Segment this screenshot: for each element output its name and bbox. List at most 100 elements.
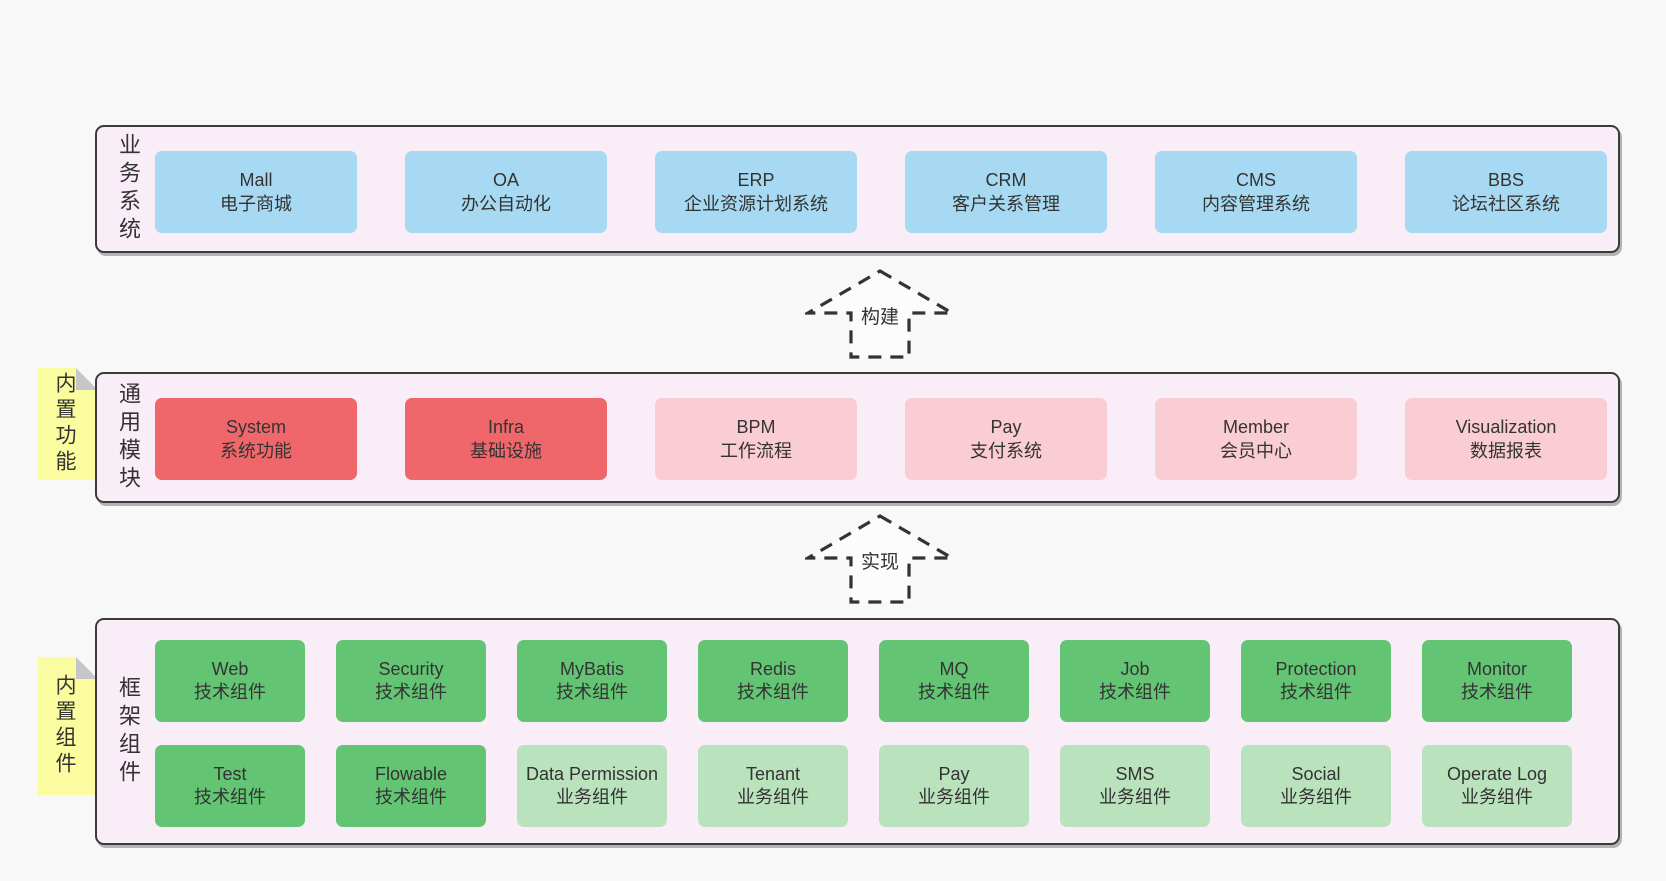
system-desc: 论坛社区系统 [1452,194,1560,214]
module-name: BPM [736,417,776,437]
module-desc: 基础设施 [470,441,542,461]
component-name: Data Permission [525,764,659,784]
system-name: CRM [985,170,1027,190]
system-name: ERP [737,170,775,190]
system-desc: 企业资源计划系统 [684,194,828,214]
box-redis: Redis 技术组件 [698,640,848,722]
system-name: BBS [1487,170,1525,190]
module-name: Visualization [1455,417,1557,437]
component-desc: 技术组件 [556,682,628,702]
box-tenant: Tenant 业务组件 [698,745,848,827]
box-test: Test 技术组件 [155,745,305,827]
component-desc: 业务组件 [1280,787,1352,807]
box-mall: Mall 电子商城 [155,151,357,233]
box-pay: Pay 业务组件 [879,745,1029,827]
component-name: Monitor [1466,659,1528,679]
box-cms: CMS 内容管理系统 [1155,151,1357,233]
component-desc: 业务组件 [918,787,990,807]
component-desc: 技术组件 [1461,682,1533,702]
component-desc: 技术组件 [194,787,266,807]
built-in-functions-tag: 内置功能 [38,368,98,480]
component-desc: 业务组件 [1099,787,1171,807]
component-name: MyBatis [559,659,624,679]
box-bbs: BBS 论坛社区系统 [1405,151,1607,233]
box-protection: Protection 技术组件 [1241,640,1391,722]
box-security: Security 技术组件 [336,640,486,722]
component-desc: 技术组件 [737,682,809,702]
module-name: System [225,417,286,437]
component-desc: 技术组件 [1099,682,1171,702]
common-modules-row: System 系统功能 Infra 基础设施 BPM 工作流程 Pay 支付系统… [155,398,1618,480]
business-systems-section: 业务系统 Mall 电子商城 OA 办公自动化 ERP 企业资源计划系统 CRM… [95,125,1620,253]
component-desc: 技术组件 [375,682,447,702]
common-modules-label: 通用模块 [116,381,141,494]
component-name: Security [378,659,444,679]
box-bpm: BPM 工作流程 [655,398,857,480]
implement-arrow-label: 实现 [857,547,903,574]
component-name: Web [211,659,249,679]
framework-row-2: Test 技术组件 Flowable 技术组件 Data Permission … [155,745,1618,827]
box-data-permission: Data Permission 业务组件 [517,745,667,827]
box-oa: OA 办公自动化 [405,151,607,233]
component-name: Operate Log [1446,764,1548,784]
build-arrow-label: 构建 [857,302,903,329]
system-name: OA [492,170,519,190]
box-sms: SMS 业务组件 [1060,745,1210,827]
box-visualization: Visualization 数据报表 [1405,398,1607,480]
box-job: Job 技术组件 [1060,640,1210,722]
module-desc: 系统功能 [220,441,292,461]
business-systems-label: 业务系统 [116,133,141,245]
module-desc: 支付系统 [970,441,1042,461]
box-mq: MQ 技术组件 [879,640,1029,722]
box-member: Member 会员中心 [1155,398,1357,480]
system-name: Mall [239,170,273,190]
component-desc: 技术组件 [1280,682,1352,702]
system-desc: 电子商城 [220,194,292,214]
component-name: Redis [749,659,797,679]
component-name: Protection [1275,659,1357,679]
component-name: SMS [1115,764,1155,784]
module-name: Infra [487,417,525,437]
module-desc: 工作流程 [720,441,792,461]
box-system: System 系统功能 [155,398,357,480]
component-desc: 业务组件 [1461,787,1533,807]
box-crm: CRM 客户关系管理 [905,151,1107,233]
component-name: MQ [939,659,969,679]
framework-components-label: 框架组件 [116,675,141,788]
box-operate-log: Operate Log 业务组件 [1422,745,1572,827]
built-in-functions-label: 内置功能 [53,372,76,476]
module-desc: 数据报表 [1470,441,1542,461]
system-desc: 办公自动化 [461,194,551,214]
component-desc: 技术组件 [194,682,266,702]
common-modules-section: 通用模块 System 系统功能 Infra 基础设施 BPM 工作流程 Pay… [95,372,1620,503]
system-desc: 内容管理系统 [1202,194,1310,214]
component-name: Pay [938,764,970,784]
built-in-components-label: 内置组件 [53,674,76,778]
component-desc: 技术组件 [918,682,990,702]
box-monitor: Monitor 技术组件 [1422,640,1572,722]
business-systems-row: Mall 电子商城 OA 办公自动化 ERP 企业资源计划系统 CRM 客户关系… [155,151,1618,233]
module-desc: 会员中心 [1220,441,1292,461]
component-name: Test [213,764,247,784]
box-web: Web 技术组件 [155,640,305,722]
component-desc: 业务组件 [556,787,628,807]
module-name: Member [1222,417,1289,437]
framework-row-1: Web 技术组件 Security 技术组件 MyBatis 技术组件 Redi… [155,640,1618,722]
system-desc: 客户关系管理 [952,194,1060,214]
component-name: Flowable [374,764,448,784]
box-pay: Pay 支付系统 [905,398,1107,480]
box-erp: ERP 企业资源计划系统 [655,151,857,233]
module-name: Pay [990,417,1022,437]
component-name: Job [1120,659,1150,679]
system-name: CMS [1236,170,1276,190]
box-flowable: Flowable 技术组件 [336,745,486,827]
component-desc: 技术组件 [375,787,447,807]
component-name: Tenant [745,764,801,784]
build-arrow: 构建 [805,268,955,360]
box-mybatis: MyBatis 技术组件 [517,640,667,722]
box-infra: Infra 基础设施 [405,398,607,480]
component-desc: 业务组件 [737,787,809,807]
component-name: Social [1291,764,1341,784]
box-social: Social 业务组件 [1241,745,1391,827]
